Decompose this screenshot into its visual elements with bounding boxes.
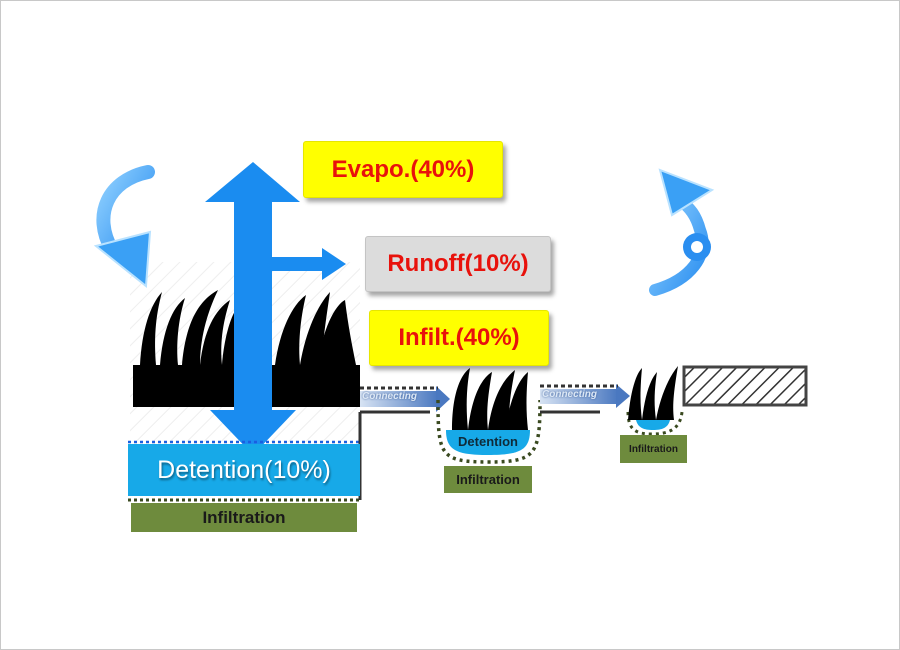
connecting-arrow-2-icon <box>540 384 630 408</box>
infiltration-mid-label: Infiltration <box>444 466 532 493</box>
evaporation-label: Evapo.(40%) <box>303 141 503 198</box>
runoff-label: Runoff(10%) <box>365 236 551 292</box>
rain-curved-arrow-icon <box>93 165 155 288</box>
evaporation-infiltration-arrow-icon <box>205 162 300 455</box>
swale-small <box>626 366 684 436</box>
evaporation-curved-arrow-icon <box>649 168 715 296</box>
infiltration-main-label: Infiltration <box>131 503 357 532</box>
runoff-arrow-icon <box>272 248 346 280</box>
detention-mid-label: Detention <box>458 433 518 449</box>
infiltration-small-label: Infiltration <box>620 435 687 463</box>
connecting-arrow-1-icon <box>360 386 450 412</box>
connecting-label-2: Connecting <box>542 389 597 400</box>
swale-middle <box>436 368 542 464</box>
connecting-label-1: Connecting <box>362 391 417 402</box>
grass-icon-main <box>133 290 360 407</box>
infiltration-percent-label: Infilt.(40%) <box>369 310 549 366</box>
detention-main-label: Detention(10%) <box>128 444 360 496</box>
impervious-surface-icon <box>682 365 808 407</box>
